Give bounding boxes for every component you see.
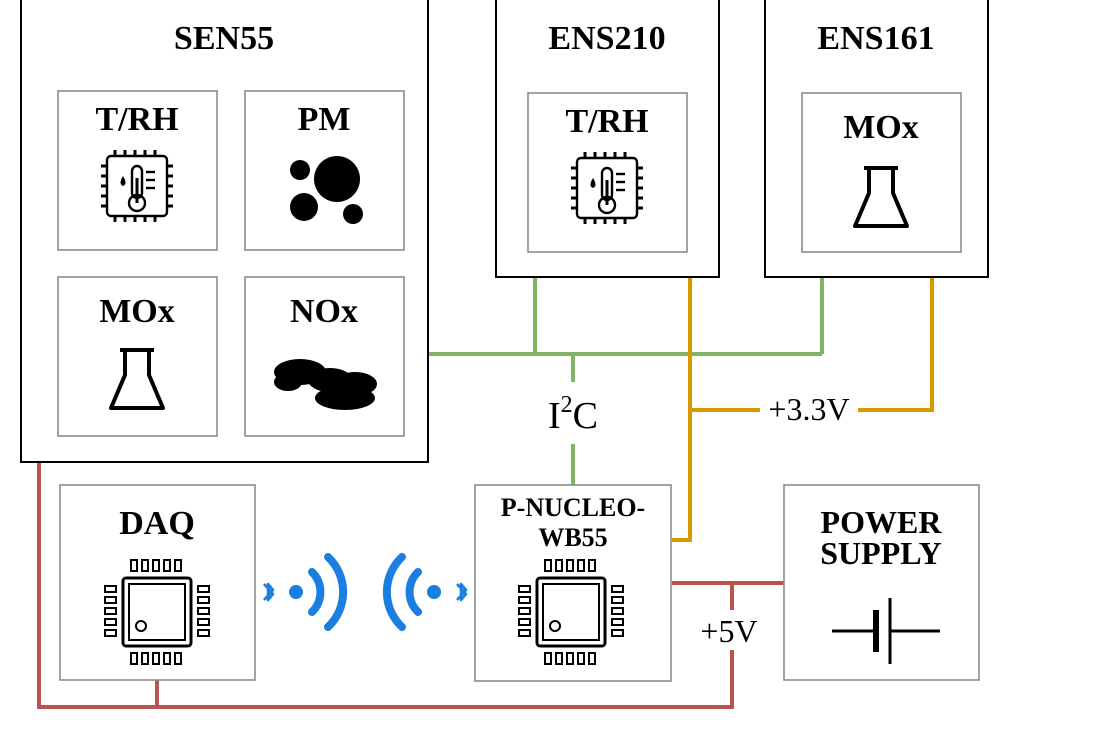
v33-label: +3.3V xyxy=(768,391,849,427)
flask-icon xyxy=(109,348,165,410)
ens161-module: ENS161 MOx xyxy=(764,0,989,278)
thermometer-chip-icon xyxy=(101,150,173,222)
ens161-mox-label: MOx xyxy=(843,109,919,146)
power-supply-title-line2: SUPPLY xyxy=(820,535,942,571)
sen55-nox-label: NOx xyxy=(290,293,358,330)
sen55-pm-sensor: PM xyxy=(244,90,405,251)
microcontroller-icon xyxy=(104,559,210,665)
daq-module: DAQ xyxy=(59,484,256,681)
sen55-title: SEN55 xyxy=(174,20,274,57)
ens210-trh-sensor: T/RH xyxy=(527,92,688,253)
ens210-title: ENS210 xyxy=(548,20,665,57)
i2c-bus xyxy=(428,277,824,486)
v33-bus xyxy=(672,277,934,542)
sen55-pm-label: PM xyxy=(298,101,351,138)
power-supply-title-line1: POWER xyxy=(821,504,943,540)
nucleo-title-line2: WB55 xyxy=(538,523,607,552)
wireless-link xyxy=(263,553,468,631)
daq-title: DAQ xyxy=(119,505,195,542)
sen55-mox-label: MOx xyxy=(99,293,175,330)
particles-icon xyxy=(290,156,363,224)
sen55-trh-label: T/RH xyxy=(95,101,178,138)
ens161-title: ENS161 xyxy=(817,20,934,57)
thermometer-chip-icon xyxy=(571,152,643,224)
v5-bus xyxy=(37,462,784,709)
nucleo-title-line1: P-NUCLEO- xyxy=(501,493,645,522)
sen55-nox-sensor: NOx xyxy=(244,276,405,437)
ens210-module: ENS210 T/RH xyxy=(495,0,720,278)
ens210-trh-label: T/RH xyxy=(565,103,648,140)
v5-label: +5V xyxy=(700,613,757,649)
cloud-icon xyxy=(274,359,377,410)
i2c-label: I2C xyxy=(548,392,598,437)
microcontroller-icon xyxy=(518,559,624,665)
battery-icon xyxy=(832,598,940,664)
flask-icon xyxy=(853,166,909,228)
bluetooth-icon xyxy=(263,582,275,602)
wifi-signal-icon xyxy=(382,553,441,631)
sen55-trh-sensor: T/RH xyxy=(57,90,218,251)
sen55-mox-sensor: MOx xyxy=(57,276,218,437)
ens161-mox-sensor: MOx xyxy=(801,92,962,253)
nucleo-module: P-NUCLEO- WB55 xyxy=(474,484,672,682)
power-supply-module: POWER SUPPLY xyxy=(783,484,980,681)
bluetooth-icon xyxy=(456,582,468,602)
sen55-module: SEN55 T/RH PM xyxy=(20,0,429,463)
wifi-signal-icon xyxy=(289,553,348,631)
